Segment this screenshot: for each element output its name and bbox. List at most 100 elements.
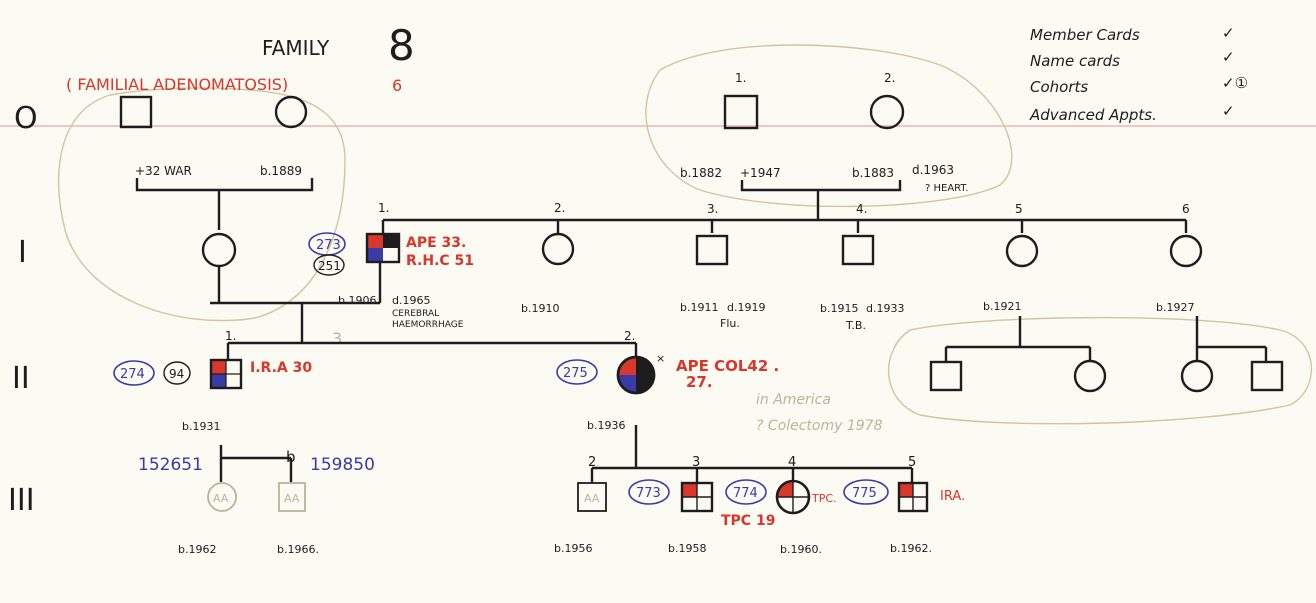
gen3-female-aa [207, 482, 237, 512]
gen3-left-id-2: 159850 [310, 455, 375, 475]
gen1-num-3: 3. [707, 202, 718, 216]
gen1-label-rhc: R.H.C 51 [406, 253, 474, 269]
gen1-num-4: 4. [856, 202, 867, 216]
gen1-num-2: 2. [554, 201, 565, 215]
gen3-id-oval-775 [843, 479, 889, 505]
gen3-aa-2: AA [284, 492, 300, 505]
gen3-num-3: 3 [692, 455, 700, 470]
gen1-label-ape: APE 33. [406, 235, 466, 251]
gen0-right-marriage-line [740, 180, 902, 192]
gen2-id-274: 274 [120, 367, 145, 382]
generation-label-3: III [8, 483, 35, 518]
gen2-label-27: 27. [686, 373, 713, 391]
gen3-male-aa [278, 482, 306, 512]
generation-label-1: I [18, 235, 27, 270]
gen1-cause-a2: HAEMORRHAGE [392, 320, 464, 330]
gen0-male-left [119, 95, 153, 129]
gen0-right-note-4: d.1963 [912, 163, 954, 177]
gen3-born-2: b.1966. [277, 543, 319, 556]
gen0-male-right [723, 94, 759, 130]
gen3-male-3-affected [680, 481, 714, 513]
gen3-label-tpc19: TPC 19 [721, 513, 775, 529]
checklist-item-advanced-appts: Advanced Appts. [1029, 106, 1157, 124]
gen1-female-left [201, 232, 237, 268]
condition-label: ( FAMILIAL ADENOMATOSIS) [66, 75, 288, 94]
gen1-male-4 [841, 234, 875, 266]
gen1-male-1-affected [365, 232, 401, 264]
gen0-left-note-1: +32 WAR [135, 164, 192, 178]
gen1-male-3 [695, 234, 729, 266]
gen2-id-oval-274 [113, 360, 155, 386]
gen1-id-251: 251 [318, 259, 341, 273]
gen3-id-773: 773 [636, 486, 661, 501]
gen1-born-3: b.1911 [680, 301, 718, 314]
gen2-male-5a [929, 360, 963, 392]
gen1-num-1: 1. [378, 201, 389, 215]
gen0-num-1: 1. [735, 71, 746, 85]
checklist: Member Cards ✓ Name cards ✓ Cohorts ✓① A… [1029, 24, 1248, 124]
grouping-outline-right [645, 44, 1013, 208]
gen3-female-4-affected [775, 479, 811, 515]
gen1-died-3: d.1919 [727, 301, 765, 314]
checklist-item-member-cards: Member Cards [1030, 26, 1140, 44]
gen1-num-6: 6 [1182, 202, 1190, 216]
gen1-born-2: b.1910 [521, 302, 559, 315]
gen1-died-4: d.1933 [866, 302, 904, 315]
gen3-id-775: 775 [852, 486, 877, 501]
gen3-born-6: b.1962. [890, 542, 932, 555]
gen2-faint-note-2: ? Colectomy 1978 [756, 418, 883, 434]
checklist-item-name-cards: Name cards [1030, 52, 1120, 70]
gen2-label-ape: APE COL42 . [676, 357, 779, 375]
gen2-id-oval-94 [163, 361, 191, 385]
gen3-born-4: b.1958 [668, 542, 706, 555]
gen3-id-oval-774 [725, 479, 767, 505]
gen2-male-6b [1250, 360, 1284, 392]
gen0-left-marriage-line [135, 178, 314, 192]
gen3-left-id-1: 152651 [138, 455, 203, 475]
gen2-female-2-affected [616, 355, 656, 395]
gen2-female-5b [1073, 359, 1107, 393]
grouping-outline-gen2 [888, 316, 1312, 425]
generation-label-0: O [14, 101, 38, 136]
gen3-male-2 [577, 482, 607, 512]
generation-label-2: II [12, 361, 30, 396]
gen1-born-5: b.1921 [983, 300, 1021, 313]
gen2-id-275: 275 [563, 366, 588, 381]
gen3-num-5: 5 [908, 455, 916, 470]
gen1-born-6: b.1927 [1156, 301, 1194, 314]
gen2-label-ira: I.R.A 30 [250, 360, 312, 376]
check-mark-4: ✓ [1222, 102, 1235, 120]
gen0-female-right [869, 94, 905, 130]
gen3-label-ira: IRA. [940, 489, 965, 504]
gen3-id-774: 774 [733, 486, 758, 501]
gen3-born-1: b.1962 [178, 543, 216, 556]
gen1-cause-4: T.B. [845, 319, 866, 332]
gen0-right-note-5: ? HEART. [925, 183, 969, 194]
gen1-cause-a1: CEREBRAL [392, 309, 439, 319]
check-mark-2: ✓ [1222, 48, 1235, 66]
gen2-faint-note-1: in America [756, 392, 831, 408]
gen3-num-2: 2 [588, 455, 596, 470]
gen1-died-a: d.1965 [392, 294, 430, 307]
gen0-right-note-1: b.1882 [680, 166, 722, 180]
gen1-id-273: 273 [316, 238, 341, 253]
grouping-outline-left [57, 87, 346, 322]
gen3-id-oval-773 [628, 479, 670, 505]
gen1-born-4: b.1915 [820, 302, 858, 315]
gen1-cause-3: Flu. [720, 317, 740, 330]
gen3-male-5-affected [897, 481, 929, 513]
gen1-id-oval-251 [313, 254, 345, 276]
gen1-born-a: b.1906 [338, 294, 376, 307]
family-number: 8 [388, 21, 415, 70]
gen0-num-2: 2. [884, 71, 895, 85]
gen3-num-4: 4 [788, 455, 796, 470]
gen0-right-note-3: b.1883 [852, 166, 894, 180]
gen3-born-3: b.1956 [554, 542, 592, 555]
check-mark-3: ✓① [1222, 74, 1248, 92]
gen3-born-5: b.1960. [780, 543, 822, 556]
gen2-x-mark: × [656, 352, 665, 365]
gen0-right-note-2: +1947 [740, 166, 781, 180]
gen3-label-tpc: TPC. [811, 492, 837, 505]
